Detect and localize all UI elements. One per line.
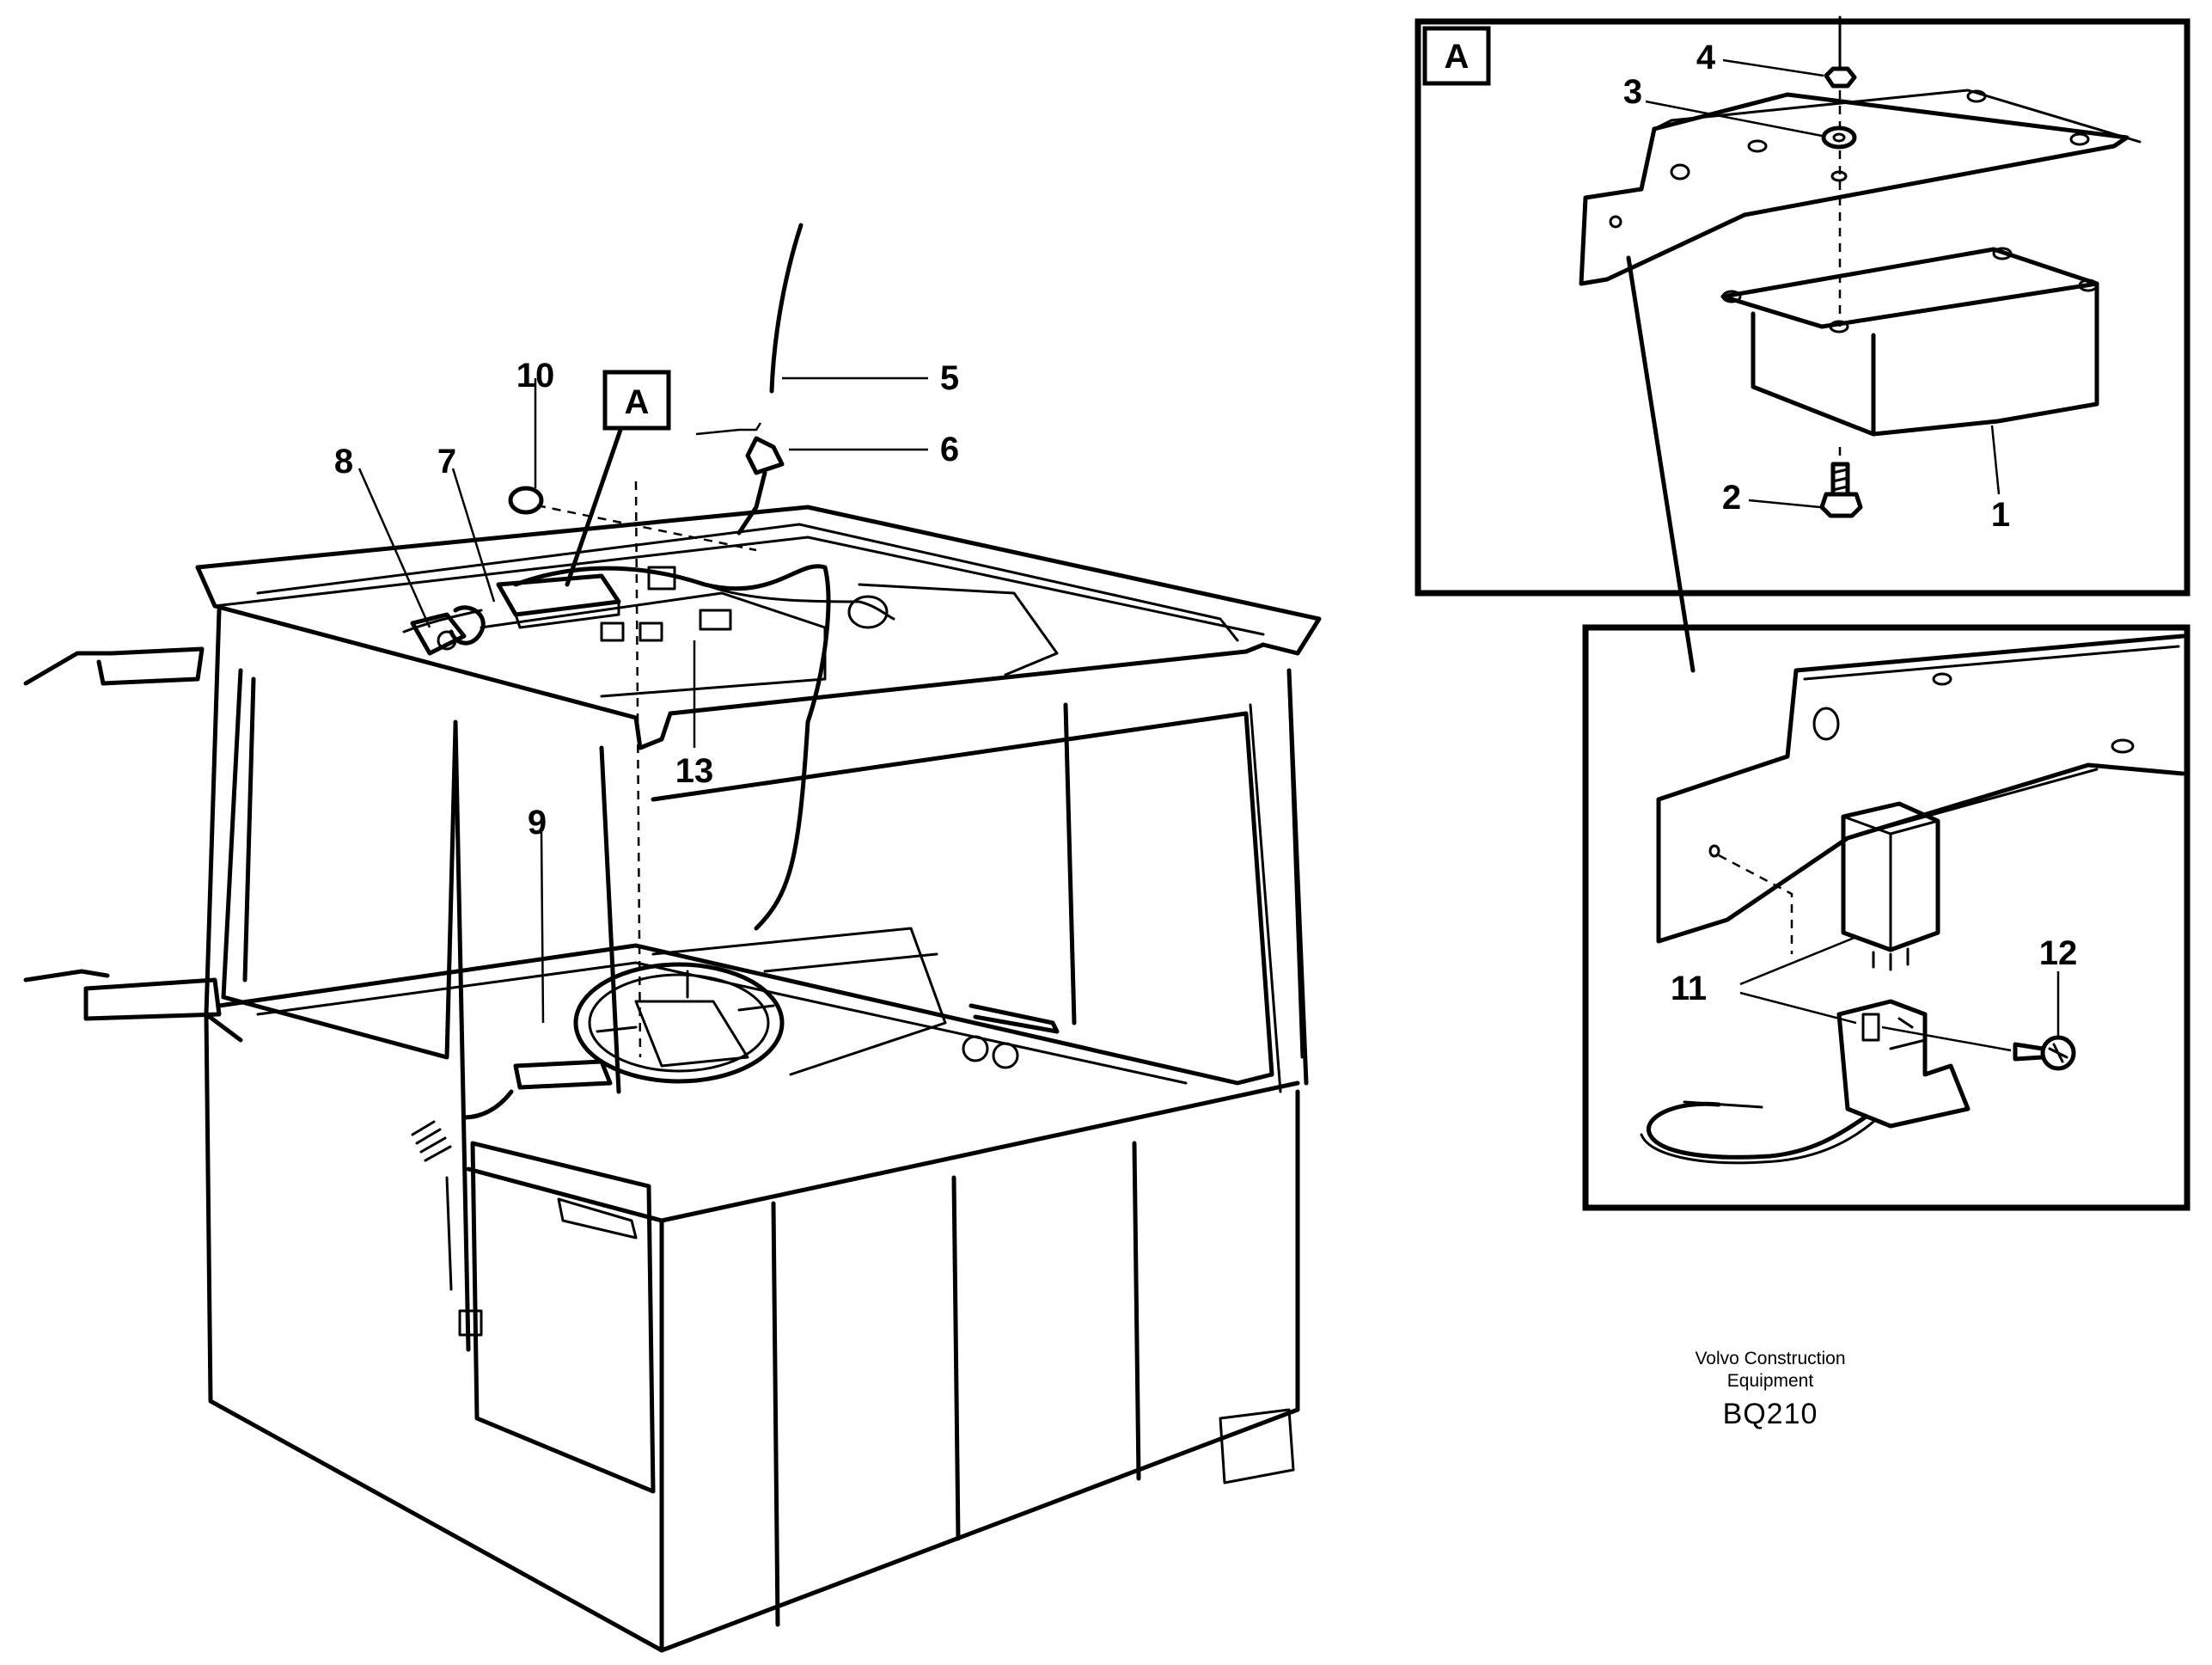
callout-10: 10 [516, 357, 555, 395]
callout-5: 5 [940, 359, 959, 397]
panel-connector [1626, 255, 1696, 673]
callout-6: 6 [940, 431, 959, 468]
callout-1: 1 [1991, 496, 2010, 534]
callout-11: 11 [1671, 970, 1707, 1007]
company-name-line1: Volvo Construction [1695, 1349, 1846, 1368]
drawing-code: BQ210 [1722, 1398, 1818, 1430]
detail-b-panel: 11 12 [1582, 624, 2191, 1211]
company-name-line2: Equipment [1726, 1371, 1814, 1391]
detail-a-panel: A 4 3 2 [1415, 15, 2191, 597]
detail-tag-overview-text: A [625, 383, 650, 421]
cab-drawing [23, 223, 1322, 1653]
detail-tag-overview: A [602, 370, 671, 431]
callout-12: 12 [2039, 934, 2078, 972]
callout-8: 8 [334, 443, 353, 481]
main-leaders [357, 376, 928, 1024]
callout-7: 7 [437, 443, 456, 481]
footer: Volvo Construction Equipment BQ210 [1581, 1348, 1959, 1431]
callout-2: 2 [1722, 479, 1741, 517]
main-callouts: 10 8 7 5 6 9 13 [334, 357, 959, 842]
callout-13: 13 [675, 752, 714, 790]
callout-4: 4 [1696, 39, 1716, 77]
callout-3: 3 [1623, 73, 1642, 111]
callout-9: 9 [528, 804, 547, 842]
detail-tag-text: A [1445, 38, 1470, 76]
